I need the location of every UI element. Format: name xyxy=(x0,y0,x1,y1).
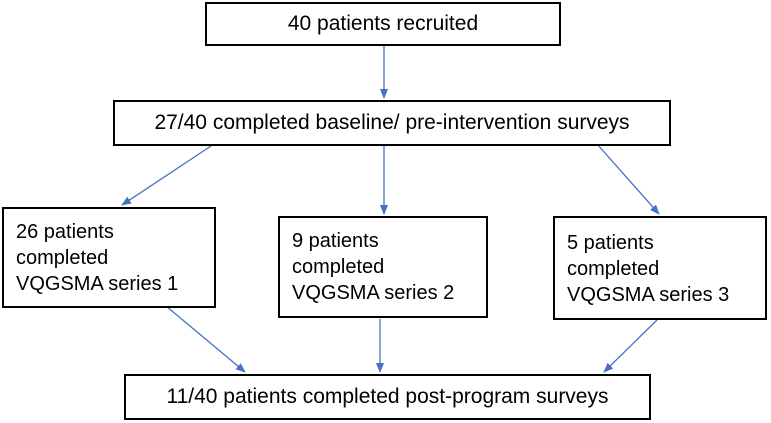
series-2-line-1: 9 patients xyxy=(292,230,379,252)
series-2-box: 9 patients completed VQGSMA series 2 xyxy=(278,216,488,318)
series-1-line-1: 26 patients xyxy=(16,221,114,243)
arrow-baseline-to-series-3 xyxy=(596,143,660,215)
baseline-label: 27/40 completed baseline/ pre-interventi… xyxy=(154,111,630,134)
series-1-box: 26 patients completed VQGSMA series 1 xyxy=(2,207,216,308)
series-2-line-2: completed xyxy=(292,256,385,278)
series-1-line-2: completed xyxy=(16,247,109,269)
arrow-baseline-to-series-1 xyxy=(121,143,215,206)
post-box: 11/40 patients completed post-program su… xyxy=(124,374,651,420)
recruited-box: 40 patients recruited xyxy=(205,2,561,46)
series-1-line-3: VQGSMA series 1 xyxy=(16,273,179,295)
series-3-box: 5 patients completed VQGSMA series 3 xyxy=(553,216,767,320)
arrow-series-3-to-post xyxy=(603,319,658,373)
baseline-box: 27/40 completed baseline/ pre-interventi… xyxy=(113,100,671,146)
arrow-series-1-to-post xyxy=(165,305,246,373)
series-3-line-2: completed xyxy=(567,258,660,280)
series-2-line-3: VQGSMA series 2 xyxy=(292,282,455,304)
series-3-line-3: VQGSMA series 3 xyxy=(567,284,730,306)
post-label: 11/40 patients completed post-program su… xyxy=(166,385,609,408)
recruited-label: 40 patients recruited xyxy=(287,12,479,35)
series-3-line-1: 5 patients xyxy=(567,232,654,254)
